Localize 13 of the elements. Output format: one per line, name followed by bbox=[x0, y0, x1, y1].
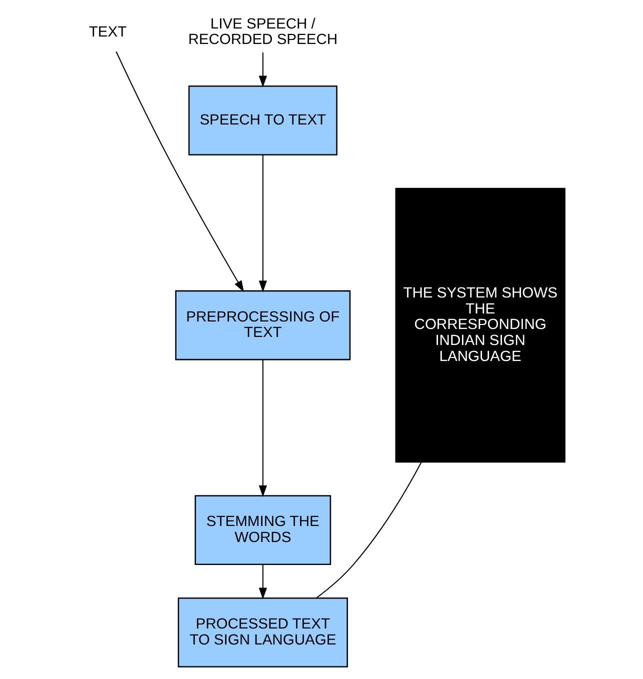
node-text: LIVE SPEECH / RECORDED SPEECH bbox=[188, 16, 338, 48]
arrow bbox=[258, 564, 266, 600]
node-box: STEMMING THE WORDS bbox=[194, 495, 331, 565]
node-box: PREPROCESSING OF TEXT bbox=[174, 290, 350, 360]
arrow bbox=[115, 51, 244, 292]
node-box: THE SYSTEM SHOWS THE CORRESPONDING INDIAN SIGN LANGUAGE bbox=[394, 188, 565, 463]
node-box: PROCESSED TEXT TO SIGN LANGUAGE bbox=[177, 597, 348, 668]
arrow bbox=[258, 52, 266, 88]
node-box: SPEECH TO TEXT bbox=[188, 86, 337, 156]
node-text: TEXT bbox=[88, 24, 126, 40]
connector bbox=[316, 462, 422, 598]
arrow bbox=[258, 360, 266, 498]
arrow bbox=[258, 155, 266, 292]
